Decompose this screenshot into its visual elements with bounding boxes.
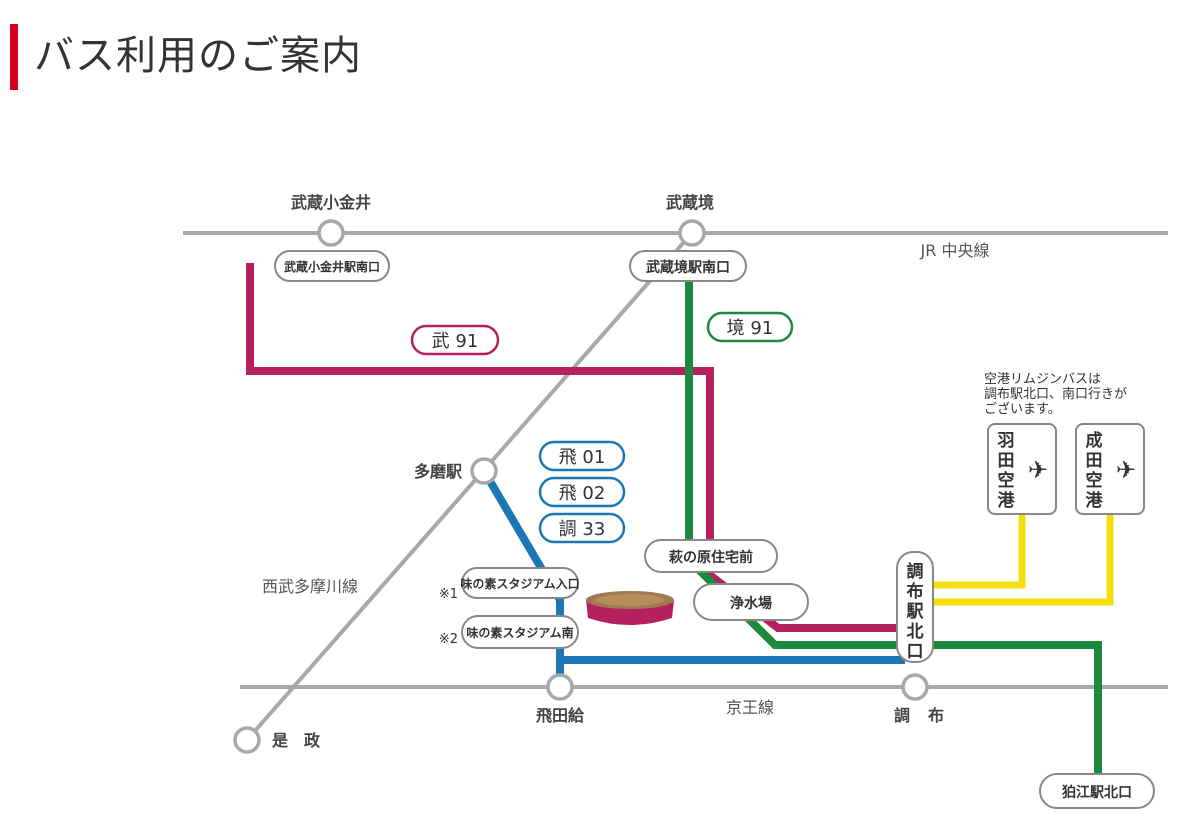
route-label-tobi01: 飛 01 xyxy=(559,447,606,468)
station-name-tama: 多磨駅 xyxy=(414,462,463,481)
route-badge-mu91: 武 91 xyxy=(410,324,500,356)
sign-narita-airport: 成 田 空 港 ✈ xyxy=(1075,423,1145,515)
sign-haneda-airport: 羽 田 空 港 ✈ xyxy=(987,423,1057,515)
stop-label-josuijo: 浄水場 xyxy=(730,595,772,612)
stop-chofu-north: 調 布 駅 北 口 xyxy=(896,551,934,663)
stop-ajinomoto-south: 味の素スタジアム南 xyxy=(461,615,579,649)
station-name-chofu-2: 布 xyxy=(928,706,944,725)
route-label-sakai91: 境 91 xyxy=(727,318,774,339)
station-circle-tama xyxy=(470,457,498,485)
route-label-mu91: 武 91 xyxy=(432,331,479,352)
stop-label-chofu-north-4: 北 xyxy=(907,622,924,642)
station-circle-chofu xyxy=(901,673,929,701)
line-label-jr-chuo: JR 中央線 xyxy=(920,241,990,260)
route-badge-tobi01: 飛 01 xyxy=(538,440,626,472)
stop-label-komae-north: 狛江駅北口 xyxy=(1061,784,1132,801)
limousine-note-line3: ございます。 xyxy=(984,401,1061,417)
note-mark-1: ※1 xyxy=(439,587,458,602)
stadium-icon xyxy=(586,591,674,625)
station-name-musashi-koganei: 武蔵小金井 xyxy=(291,193,371,212)
haneda-char-2: 田 xyxy=(998,451,1015,471)
stop-label-musashi-sakai-south: 武蔵境駅南口 xyxy=(646,259,730,276)
stop-label-chofu-north-3: 駅 xyxy=(906,602,925,622)
route-badge-sakai91: 境 91 xyxy=(706,311,794,343)
station-circle-tobitakyu xyxy=(546,673,574,701)
route-badge-tobi02: 飛 02 xyxy=(538,476,626,508)
stop-musashi-koganei-south: 武蔵小金井駅南口 xyxy=(274,250,390,282)
stop-label-chofu-north-1: 調 xyxy=(907,561,924,582)
stop-label-ajinomoto-entrance: 味の素スタジアム入口 xyxy=(460,576,579,591)
stop-label-chofu-north-2: 布 xyxy=(907,581,924,602)
line-label-seibu-tamagawa: 西武多摩川線 xyxy=(262,577,358,596)
limousine-note-line1: 空港リムジンバスは xyxy=(984,372,1101,387)
stop-hagi-no-hara: 萩の原住宅前 xyxy=(644,539,778,573)
stop-komae-north: 狛江駅北口 xyxy=(1039,773,1155,809)
title-accent-bar xyxy=(10,24,18,90)
narita-char-1: 成 xyxy=(1086,430,1103,451)
seibu-tamagawa-line xyxy=(245,231,694,742)
stop-label-musashi-koganei-south: 武蔵小金井駅南口 xyxy=(284,259,380,274)
narita-char-2: 田 xyxy=(1086,451,1103,471)
station-name-chofu-1: 調 xyxy=(894,706,910,725)
narita-char-4: 港 xyxy=(1086,490,1104,511)
station-circle-musashi-sakai xyxy=(678,219,706,247)
station-name-musashi-sakai: 武蔵境 xyxy=(666,193,714,212)
route-label-tobi02: 飛 02 xyxy=(559,483,606,504)
note-mark-2: ※2 xyxy=(439,632,458,647)
limousine-note-line2: 調布駅北口、南口行きが xyxy=(984,386,1127,402)
airplane-icon: ✈ xyxy=(1116,456,1136,484)
route-green-sakai91 xyxy=(685,280,1102,778)
route-yellow-haneda xyxy=(925,512,1026,589)
route-magenta-mu91 xyxy=(246,263,905,632)
route-label-cho33: 調 33 xyxy=(559,519,606,540)
airplane-icon: ✈ xyxy=(1028,456,1048,484)
page-title: バス利用のご案内 xyxy=(34,33,362,79)
station-name-koremasa: 是 政 xyxy=(271,731,321,750)
narita-char-3: 空 xyxy=(1086,470,1103,491)
stop-label-hagi-no-hara: 萩の原住宅前 xyxy=(668,549,753,566)
stop-musashi-sakai-south: 武蔵境駅南口 xyxy=(629,250,747,282)
route-yellow-narita xyxy=(925,512,1114,606)
station-circle-musashi-koganei xyxy=(317,219,345,247)
stop-label-ajinomoto-south: 味の素スタジアム南 xyxy=(466,625,573,640)
line-label-keio: 京王線 xyxy=(726,698,774,717)
haneda-char-1: 羽 xyxy=(998,431,1015,451)
station-circle-koremasa xyxy=(233,726,261,754)
stop-ajinomoto-entrance: 味の素スタジアム入口 xyxy=(460,567,580,599)
stop-josuijo: 浄水場 xyxy=(693,583,809,621)
station-name-tobitakyu: 飛田給 xyxy=(535,706,585,725)
haneda-char-4: 港 xyxy=(998,490,1016,511)
route-badge-cho33: 調 33 xyxy=(538,512,626,544)
haneda-char-3: 空 xyxy=(998,470,1015,491)
stop-label-chofu-north-5: 口 xyxy=(907,642,924,662)
